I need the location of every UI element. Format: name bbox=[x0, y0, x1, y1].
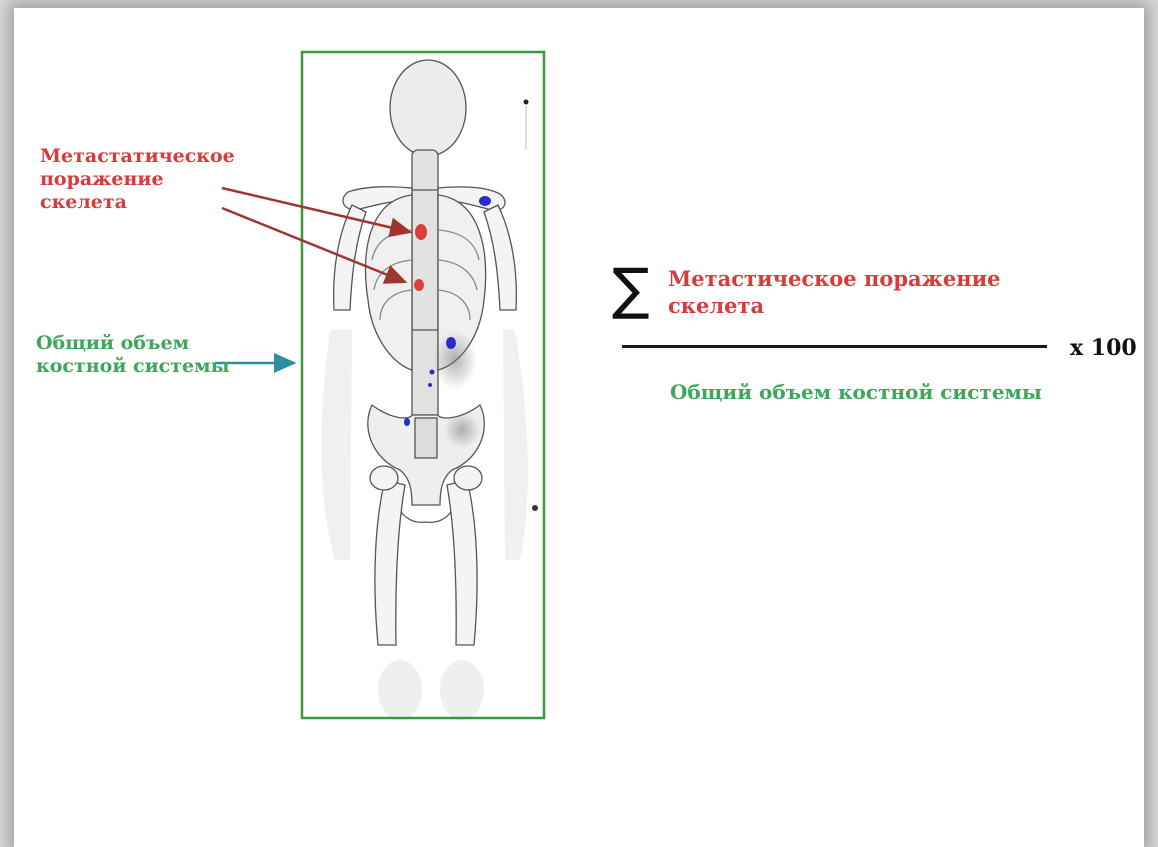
hotspot-lesion-upper bbox=[415, 224, 427, 240]
skull bbox=[390, 60, 466, 156]
metastatic-lesion-label: Метастатическое поражение скелета bbox=[40, 145, 235, 215]
hotspot-lesion-lower bbox=[414, 279, 424, 291]
soft-uptake-abdomen bbox=[433, 330, 477, 390]
formula-numerator: Метастическое поражение скелета bbox=[668, 265, 1001, 320]
right-femur bbox=[447, 480, 477, 645]
total-bone-volume-label: Общий объем костной системы bbox=[36, 332, 230, 378]
hotspot-spine-1 bbox=[430, 370, 435, 375]
formula-denominator: Общий объем костной системы bbox=[670, 380, 1042, 404]
marker-dot-bottom bbox=[532, 505, 538, 511]
fraction-bar bbox=[622, 345, 1047, 348]
hotspot-shoulder bbox=[479, 196, 491, 206]
hotspot-spine-2 bbox=[428, 383, 432, 387]
sacrum bbox=[415, 418, 437, 458]
hotspot-pelvis bbox=[404, 418, 410, 426]
formula-multiplier: x 100 bbox=[1070, 335, 1137, 361]
skeleton bbox=[334, 60, 517, 645]
right-humerus bbox=[484, 205, 516, 310]
soft-uptake-pelvis bbox=[444, 412, 480, 448]
marker-dot-top bbox=[524, 100, 529, 105]
sigma-symbol: ∑ bbox=[612, 262, 650, 318]
hotspot-abdomen bbox=[446, 337, 456, 349]
left-femur bbox=[375, 480, 405, 645]
